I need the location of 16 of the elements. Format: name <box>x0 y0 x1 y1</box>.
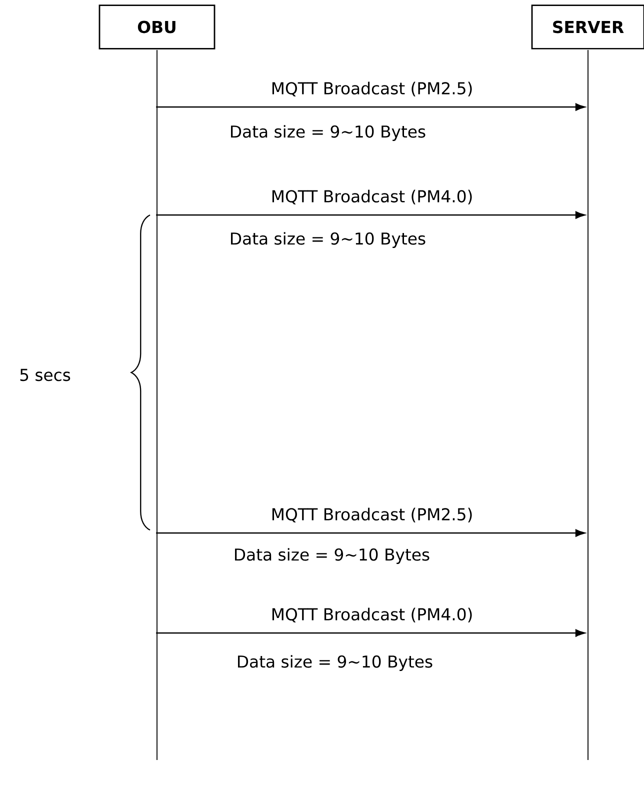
data-size-label: Data size = 9~10 Bytes <box>231 232 426 248</box>
arrow <box>156 529 586 537</box>
lifeline <box>156 50 158 760</box>
edge-label: MQTT Broadcast (PM2.5) <box>272 508 472 522</box>
actor-box: OBU <box>98 4 216 50</box>
data-size-label: Data size = 9~10 Bytes <box>235 548 430 564</box>
arrow <box>156 103 586 111</box>
arrow <box>156 629 586 637</box>
edge-label: MQTT Broadcast (PM4.0) <box>272 190 472 204</box>
duration-label: 5 secs <box>20 368 70 382</box>
edge-label: MQTT Broadcast (PM2.5) <box>272 82 472 96</box>
actor-box: SERVER <box>531 4 644 50</box>
edge-label: MQTT Broadcast (PM4.0) <box>272 608 472 622</box>
arrow <box>156 211 586 219</box>
data-size-label: Data size = 9~10 Bytes <box>238 655 432 671</box>
data-size-label: Data size = 9~10 Bytes <box>231 125 426 141</box>
